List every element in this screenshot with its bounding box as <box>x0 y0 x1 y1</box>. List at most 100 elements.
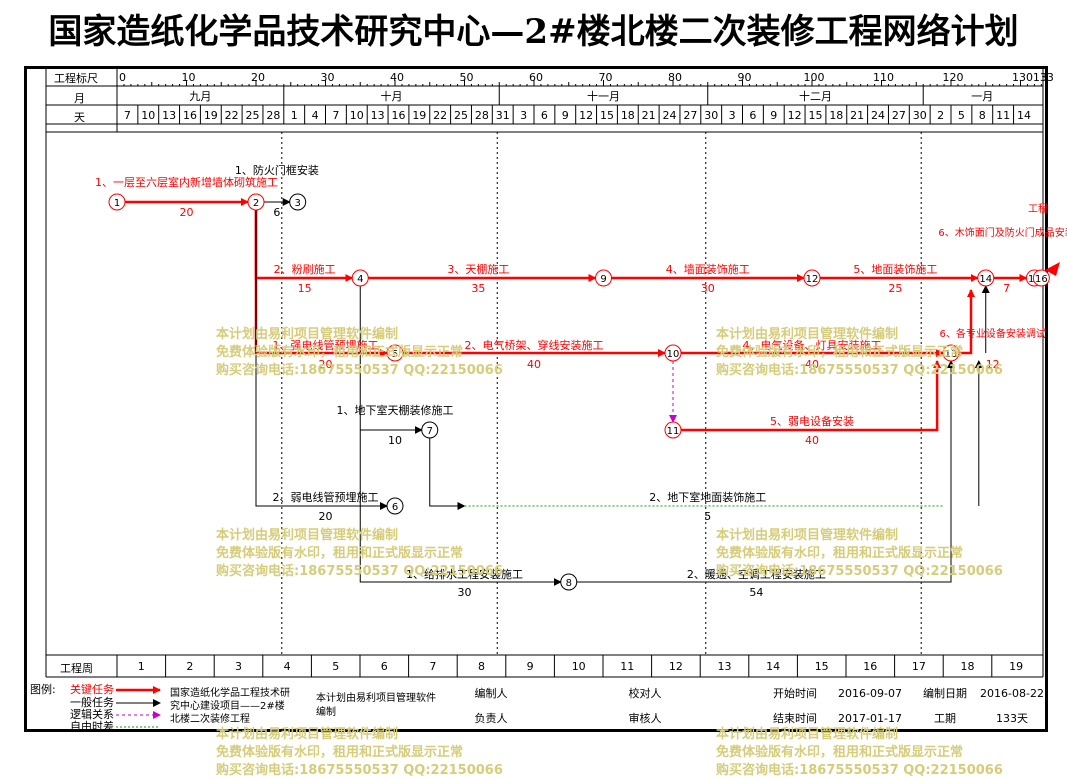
ruler-tick-label: 80 <box>668 71 682 84</box>
task-dur-wall-decor: 30 <box>701 282 715 295</box>
event-node-9 <box>595 269 612 287</box>
task-arrow-weak-conduit <box>255 210 388 510</box>
day-label: 19 <box>412 109 426 122</box>
event-node-label-5: 5 <box>392 349 398 360</box>
event-node-16 <box>1032 269 1050 287</box>
task-dur-cable-tray: 40 <box>527 358 541 371</box>
task-label-basement-ceiling: 1、地下室天棚装修施工 <box>337 403 454 417</box>
legend-general-label: 一般任务 <box>70 696 114 709</box>
start-label: 开始时间 <box>773 686 817 700</box>
day-label: 24 <box>663 109 677 122</box>
task-label-water: 1、给排水工程安装施工 <box>406 567 523 581</box>
day-label: 16 <box>391 109 405 122</box>
ruler-tick-label: 60 <box>529 71 543 84</box>
period-label: 工期 <box>934 712 956 725</box>
week-label: 19 <box>1009 660 1023 673</box>
day-label: 19 <box>204 109 218 122</box>
week-label: 1 <box>138 660 145 673</box>
month-label-4: 一月 <box>971 90 993 103</box>
footer-table: 图例:关键任务一般任务逻辑关系自由时差国家造纸化学品工程技术研究中心建设项目——… <box>30 682 1044 733</box>
day-label: 30 <box>913 109 927 122</box>
month-label-1: 十月 <box>381 89 403 103</box>
day-label: 30 <box>704 109 718 122</box>
task-label-floor: 5、地面装饰施工 <box>853 262 937 276</box>
task-label-weak-conduit: 2、弱电线管预埋施工 <box>273 490 379 504</box>
week-label: 3 <box>235 660 242 673</box>
day-label: 天 <box>74 111 85 124</box>
day-label: 3 <box>520 109 527 122</box>
ruler-tick-label: 130 <box>1012 71 1033 84</box>
ruler-tick-label: 133 <box>1033 71 1054 84</box>
task-label-project: 工程 <box>1028 203 1048 215</box>
event-node-4 <box>351 269 369 287</box>
ruler-tick-label: 110 <box>873 71 894 84</box>
day-label: 21 <box>642 109 656 122</box>
month-label-2: 十一月 <box>587 89 620 103</box>
task-dur-strong-conduit: 20 <box>319 358 333 371</box>
task-dur-door-install: 7 <box>1003 282 1010 295</box>
day-label: 18 <box>829 109 843 122</box>
day-label: 6 <box>749 109 756 122</box>
task-dur-commission: 12 <box>986 358 1000 371</box>
ruler-tick-label: 30 <box>321 71 335 84</box>
event-node-3 <box>289 193 307 211</box>
month-divider-lines <box>281 132 922 655</box>
day-label: 13 <box>371 109 385 122</box>
day-label: 12 <box>788 109 802 122</box>
day-label: 25 <box>454 109 468 122</box>
event-node-label-14: 14 <box>979 274 992 285</box>
event-node-8 <box>560 573 578 591</box>
task-label-wall: 1、一层至六层室内新增墙体砌筑施工 <box>95 175 278 189</box>
day-label: 9 <box>770 109 777 122</box>
task-arrows <box>125 198 1028 586</box>
task-label-fire-door: 1、防火门框安装 <box>235 163 319 177</box>
event-node-label-13: 13 <box>945 349 958 360</box>
legend-title: 图例: <box>30 682 56 696</box>
event-node-label-11: 11 <box>667 426 680 437</box>
day-label: 25 <box>246 109 260 122</box>
week-label: 18 <box>961 660 975 673</box>
task-dur-basement-ceiling: 10 <box>388 434 402 447</box>
task-label-hvac: 2、暖通、空调工程安装施工 <box>687 567 826 581</box>
task-dur-plaster: 15 <box>298 282 312 295</box>
task-arrow-water <box>359 286 562 586</box>
week-label: 9 <box>527 660 534 673</box>
day-label: 9 <box>562 109 569 122</box>
start-value: 2016-09-07 <box>838 687 902 700</box>
week-label: 工程周 <box>60 662 93 675</box>
task-dur-weak-equip: 40 <box>805 434 819 447</box>
ruler-tick-label: 20 <box>251 71 265 84</box>
task-label-basement-floor: 2、地下室地面装饰施工 <box>649 490 766 504</box>
week-label: 17 <box>912 660 926 673</box>
week-label: 7 <box>429 660 436 673</box>
owner-label: 负责人 <box>475 711 508 725</box>
day-label: 1 <box>291 109 298 122</box>
end-value: 2017-01-17 <box>838 712 902 725</box>
task-arrow-hvac <box>576 360 955 583</box>
month-label-3: 十二月 <box>799 89 832 103</box>
ruler-tick-label: 120 <box>943 71 964 84</box>
day-label: 31 <box>496 109 510 122</box>
day-label: 18 <box>621 109 635 122</box>
day-label: 12 <box>579 109 593 122</box>
day-label: 11 <box>996 109 1010 122</box>
week-label: 11 <box>620 660 634 673</box>
ruler-label: 工程标尺 <box>54 72 98 85</box>
day-label: 3 <box>729 109 736 122</box>
event-node-label-12: 12 <box>806 274 819 285</box>
week-label: 8 <box>478 660 485 673</box>
reviewer-label: 审核人 <box>629 711 662 725</box>
event-node-label-1: 1 <box>114 198 120 209</box>
event-node-14 <box>977 269 995 287</box>
day-label: 16 <box>183 109 197 122</box>
task-label-wall-decor: 4、墙面装饰施工 <box>666 262 750 276</box>
software-note-line1: 本计划由易利项目管理软件 <box>316 691 436 704</box>
task-label-weak-equip: 5、弱电设备安装 <box>770 414 854 428</box>
day-label: 7 <box>332 109 339 122</box>
compile-date-label: 编制日期 <box>923 686 967 700</box>
week-label: 12 <box>669 660 683 673</box>
day-label: 22 <box>225 109 239 122</box>
ruler-tick-label: 100 <box>804 71 825 84</box>
day-label: 14 <box>1017 109 1031 122</box>
